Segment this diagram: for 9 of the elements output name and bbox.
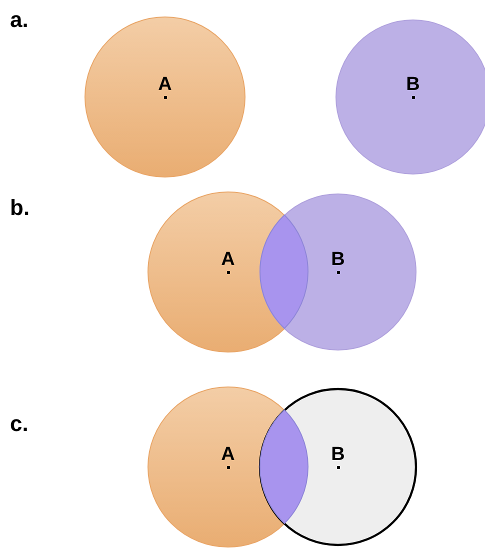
panel-label: c. [10,412,28,436]
set-label: A [221,250,235,269]
set-label: A [221,445,235,464]
set-label: B [331,445,345,464]
set-label: A [158,75,172,94]
set-label: B [331,250,345,269]
panel-label: b. [10,196,30,220]
set-label: B [406,75,420,94]
panel-label: a. [10,8,28,32]
